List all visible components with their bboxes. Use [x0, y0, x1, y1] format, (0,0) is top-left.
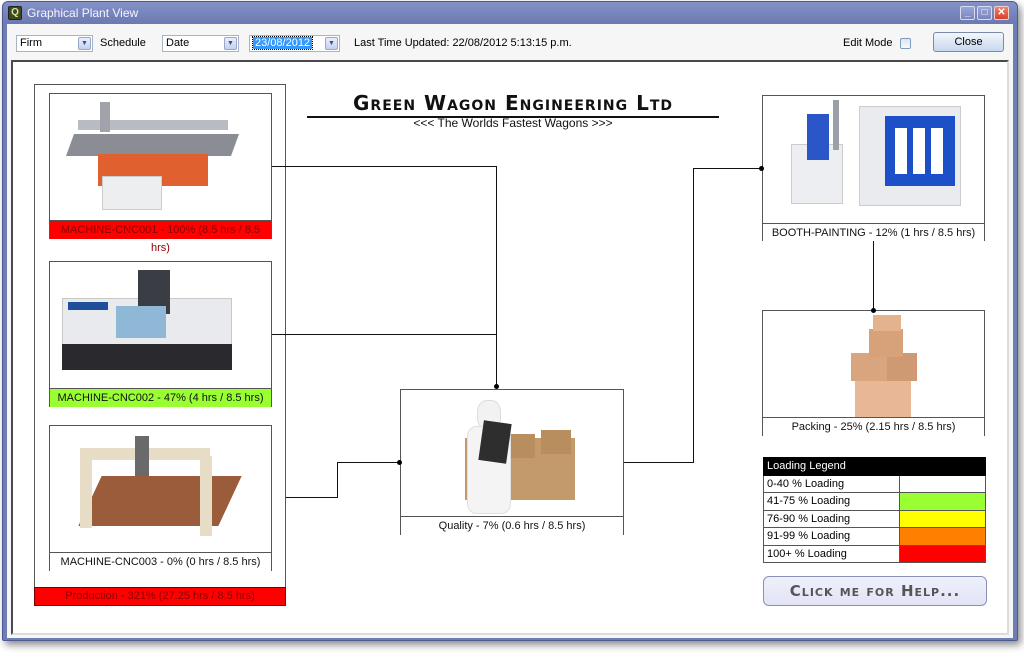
- connector-booth-packing: [873, 241, 874, 310]
- legend-row: 100+ % Loading: [763, 544, 986, 563]
- quality-node[interactable]: Quality - 7% (0.6 hrs / 8.5 hrs): [400, 389, 624, 535]
- app-logo-icon: Q: [8, 6, 22, 20]
- legend-swatch: [899, 544, 986, 563]
- edit-mode-label: Edit Mode: [843, 37, 893, 49]
- graphical-plant-view-window: Q Graphical Plant View _ □ ✕ Firm ▼ Sche…: [2, 1, 1018, 641]
- schedule-label: Schedule: [100, 37, 146, 49]
- connector-to-quality-vertical: [496, 166, 497, 387]
- date-type-select[interactable]: Date ▼: [162, 35, 239, 52]
- minimize-icon: _: [964, 7, 971, 18]
- connector-cnc002-quality: [272, 334, 497, 335]
- maximize-icon: □: [981, 7, 988, 18]
- loading-legend: Loading Legend 0-40 % Loading 41-75 % Lo…: [763, 457, 986, 563]
- legend-label: 76-90 % Loading: [763, 509, 900, 528]
- chevron-down-icon[interactable]: ▼: [78, 37, 91, 50]
- company-tagline: <<< The Worlds Fastest Wagons >>>: [413, 116, 613, 130]
- machine-cnc002-label: MACHINE-CNC002 - 47% (4 hrs / 8.5 hrs): [50, 388, 271, 407]
- packing-label: Packing - 25% (2.15 hrs / 8.5 hrs): [763, 417, 984, 436]
- machine-cnc003-node[interactable]: MACHINE-CNC003 - 0% (0 hrs / 8.5 hrs): [49, 425, 272, 571]
- legend-label: 0-40 % Loading: [763, 474, 900, 493]
- minimize-button[interactable]: _: [960, 6, 975, 20]
- paint-booth-image: [763, 96, 984, 223]
- quality-label: Quality - 7% (0.6 hrs / 8.5 hrs): [401, 516, 623, 535]
- packing-node[interactable]: Packing - 25% (2.15 hrs / 8.5 hrs): [762, 310, 985, 436]
- cnc-router-image: [50, 94, 271, 220]
- cnc-mill-image: [50, 262, 271, 388]
- maximize-button[interactable]: □: [977, 6, 992, 20]
- connector-dot: [871, 308, 876, 313]
- window-title: Graphical Plant View: [27, 6, 139, 20]
- legend-row: 76-90 % Loading: [763, 509, 986, 528]
- chevron-down-icon[interactable]: ▼: [325, 37, 338, 50]
- inspector-with-boxes-image: [401, 390, 623, 516]
- connector-quality-booth-end: [693, 168, 762, 169]
- machine-cnc003-label: MACHINE-CNC003 - 0% (0 hrs / 8.5 hrs): [50, 552, 271, 571]
- legend-row: 0-40 % Loading: [763, 474, 986, 493]
- chevron-down-icon[interactable]: ▼: [224, 37, 237, 50]
- close-window-button[interactable]: ✕: [994, 6, 1009, 20]
- legend-swatch: [899, 492, 986, 511]
- edit-mode-checkbox[interactable]: [900, 38, 911, 49]
- production-label: Production - 321% (27.25 hrs / 8.5 hrs): [34, 587, 286, 606]
- booth-painting-label: BOOTH-PAINTING - 12% (1 hrs / 8.5 hrs): [763, 223, 984, 242]
- legend-row: 91-99 % Loading: [763, 527, 986, 546]
- help-button[interactable]: Click me for Help...: [763, 576, 987, 606]
- window-client-area: Firm ▼ Schedule Date ▼ 23/08/2012 ▼ Last…: [7, 24, 1013, 638]
- last-updated-text: Last Time Updated: 22/08/2012 5:13:15 p.…: [354, 37, 572, 49]
- machine-cnc001-label: MACHINE-CNC001 - 100% (8.5 hrs / 8.5 hrs…: [50, 220, 271, 254]
- firm-select-value: Firm: [20, 37, 42, 49]
- legend-label: 41-75 % Loading: [763, 492, 900, 511]
- plant-canvas: Green Wagon Engineering Ltd <<< The Worl…: [11, 60, 1009, 635]
- legend-title: Loading Legend: [763, 457, 986, 476]
- date-select[interactable]: 23/08/2012 ▼: [249, 35, 340, 52]
- connector-production-quality: [286, 497, 338, 498]
- legend-swatch: [899, 527, 986, 546]
- date-type-value: Date: [166, 37, 190, 49]
- connector-quality-booth: [624, 462, 694, 463]
- booth-painting-node[interactable]: BOOTH-PAINTING - 12% (1 hrs / 8.5 hrs): [762, 95, 985, 242]
- machine-cnc002-node[interactable]: MACHINE-CNC002 - 47% (4 hrs / 8.5 hrs): [49, 261, 272, 407]
- close-icon: ✕: [997, 7, 1006, 18]
- close-button[interactable]: Close: [933, 32, 1004, 52]
- connector-dot: [397, 460, 402, 465]
- legend-row: 41-75 % Loading: [763, 492, 986, 511]
- connector-production-quality-end: [337, 462, 400, 463]
- firm-select[interactable]: Firm ▼: [16, 35, 93, 52]
- stacked-boxes-image: [763, 311, 984, 417]
- legend-swatch: [899, 509, 986, 528]
- machine-cnc001-node[interactable]: MACHINE-CNC001 - 100% (8.5 hrs / 8.5 hrs…: [49, 93, 272, 254]
- company-name: Green Wagon Engineering Ltd: [307, 90, 719, 118]
- title-bar[interactable]: Q Graphical Plant View _ □ ✕: [3, 2, 1017, 24]
- connector-cnc001-quality: [272, 166, 497, 167]
- connector-quality-booth-vertical: [693, 168, 694, 463]
- date-value: 23/08/2012: [251, 36, 314, 50]
- legend-label: 91-99 % Loading: [763, 527, 900, 546]
- legend-label: 100+ % Loading: [763, 544, 900, 563]
- desktop-cnc-image: [50, 426, 271, 552]
- legend-swatch: [899, 474, 986, 493]
- connector-production-quality-vertical: [337, 462, 338, 498]
- connector-dot: [759, 166, 764, 171]
- connector-dot: [494, 384, 499, 389]
